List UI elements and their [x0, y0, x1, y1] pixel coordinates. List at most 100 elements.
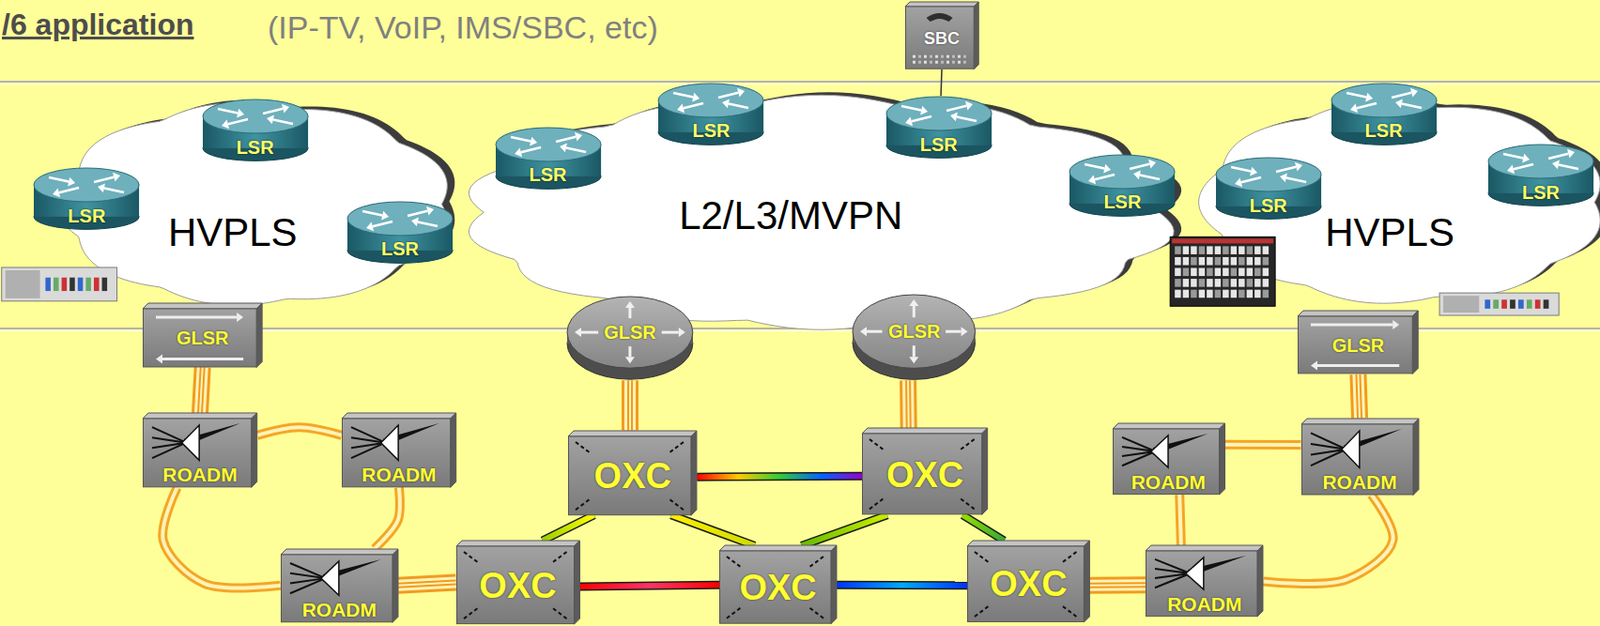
- fan-line: [1310, 432, 1347, 449]
- node-label: ROADM: [162, 464, 237, 485]
- rack-card: [1199, 257, 1205, 266]
- dashed-path: [1061, 605, 1077, 617]
- arrow-head: [1234, 178, 1243, 188]
- link-stroke: [621, 380, 639, 431]
- node-label: LSR: [1365, 121, 1403, 140]
- handset: [926, 13, 954, 22]
- router-icon: LSR: [1215, 156, 1323, 220]
- device-led: [1526, 299, 1533, 309]
- cross-connect: OXC: [719, 545, 837, 625]
- cross-connect: OXC: [967, 540, 1090, 623]
- rack-card: [1246, 278, 1253, 288]
- wavelength-link: [671, 515, 755, 547]
- fiber-link: [1179, 494, 1182, 546]
- add-drop-mux: ROADM: [1145, 545, 1263, 617]
- router-icon: LSR: [1330, 82, 1438, 146]
- data-dot: [952, 61, 955, 64]
- link-stroke: [374, 487, 400, 549]
- link-stroke: [1357, 374, 1360, 419]
- box-side-face: [1084, 540, 1091, 623]
- data-dot: [918, 55, 922, 59]
- arrow-head: [574, 132, 583, 142]
- arrow-shaft: [912, 306, 916, 318]
- dashed-path: [726, 556, 742, 569]
- node-label: LSR: [692, 121, 730, 140]
- arrow-head: [381, 211, 389, 221]
- label-slot: (IP-TV, VoIP, IMS/SBC, etc): [267, 9, 659, 47]
- fan-line: [1122, 437, 1155, 452]
- arrow-shaft: [956, 117, 977, 123]
- box-front-face: [342, 418, 451, 488]
- fan-line: [351, 437, 385, 444]
- link-stroke: [200, 367, 203, 414]
- arrow-shaft: [1513, 164, 1534, 170]
- arrow-head: [678, 327, 686, 338]
- network-cloud: L2/L3/MVPNLSRLSRLSRLSR: [459, 79, 1189, 336]
- arrow-shaft: [629, 307, 632, 319]
- data-dot: [912, 61, 916, 64]
- arrow-head: [860, 326, 867, 337]
- arrow-head: [514, 147, 523, 157]
- box-top-face: [1301, 418, 1419, 425]
- arrow-shaft: [581, 331, 599, 335]
- add-drop-mux: ROADM: [1112, 423, 1226, 495]
- link-stroke: [579, 584, 720, 587]
- rack-card: [1238, 289, 1245, 298]
- data-dot: [935, 55, 939, 59]
- wavelength-link: [836, 584, 968, 587]
- dashed-path: [551, 607, 567, 619]
- arrow-head: [266, 115, 275, 125]
- arrow-head: [625, 356, 635, 364]
- data-dot: [957, 55, 961, 59]
- arrow-head: [529, 136, 538, 146]
- node-label: ROADM: [1167, 594, 1242, 615]
- rack-card: [1262, 289, 1269, 298]
- node-label: GLSR: [603, 323, 657, 342]
- rack-case: [1169, 236, 1276, 307]
- link-stroke: [962, 515, 1004, 541]
- box-top-face: [1112, 423, 1226, 430]
- arrow-shaft: [1548, 153, 1569, 159]
- arrow-head: [920, 106, 928, 116]
- data-dot: [923, 55, 927, 59]
- link-stroke: [1090, 579, 1147, 592]
- device-led: [1485, 299, 1492, 309]
- arrow-shaft: [227, 119, 247, 124]
- device-led: [61, 276, 68, 291]
- arrow-head: [909, 356, 920, 364]
- box-top-face: [861, 428, 988, 434]
- box-front-face: [569, 436, 692, 516]
- device-led: [77, 276, 84, 291]
- rack-strip: [1171, 238, 1274, 244]
- arrow-shaft: [661, 331, 679, 335]
- box-front-face: [862, 433, 983, 515]
- link-stroke: [907, 380, 910, 429]
- box-front-face: [143, 308, 258, 368]
- dashed-path: [463, 552, 479, 564]
- link-stroke: [200, 367, 203, 414]
- fan-line: [351, 443, 385, 460]
- rack-card: [1190, 246, 1197, 255]
- fan-line: [1154, 559, 1191, 574]
- arrow-head: [722, 99, 730, 109]
- link-stroke: [200, 367, 203, 414]
- rack-card: [1199, 267, 1205, 277]
- session-controller: SBC: [905, 1, 979, 70]
- link-stroke: [1090, 584, 1147, 587]
- fan-line: [152, 427, 186, 444]
- router-icon: LSR: [657, 82, 765, 146]
- arrow-shaft: [1503, 153, 1524, 159]
- cross-connect: OXC: [861, 428, 988, 515]
- rack-card: [1190, 278, 1197, 288]
- link-stroke: [962, 515, 1004, 541]
- node-label: HVPLS: [168, 213, 298, 253]
- rack-card: [1262, 257, 1269, 266]
- arrow-shaft: [155, 315, 237, 319]
- link-stroke: [257, 427, 342, 436]
- rack-card: [1174, 278, 1181, 288]
- device-led: [1535, 299, 1541, 309]
- arrow-shaft: [945, 330, 962, 334]
- arrow-head: [1365, 92, 1373, 103]
- link-stroke: [1357, 374, 1360, 419]
- arrow-shaft: [273, 120, 293, 125]
